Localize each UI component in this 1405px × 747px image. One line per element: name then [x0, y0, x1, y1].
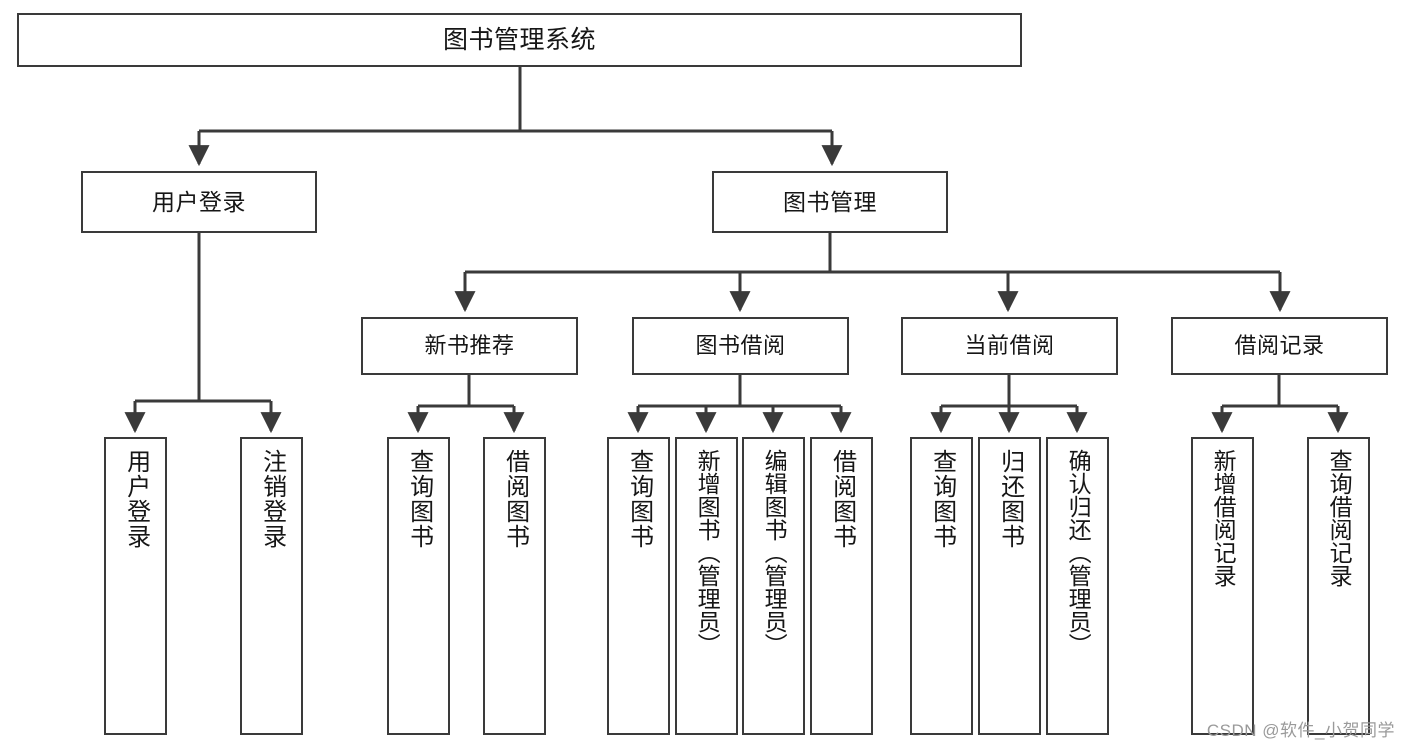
node-label: 新增图书（管理员） — [694, 449, 721, 656]
node-label: 新增借阅记录 — [1210, 449, 1237, 587]
node-label: 借阅图书 — [501, 449, 529, 549]
node-new-book-recommend[interactable]: 新书推荐 — [361, 317, 578, 375]
leaf-add-borrow-record[interactable]: 新增借阅记录 — [1191, 437, 1254, 735]
node-label: 图书管理 — [783, 188, 877, 215]
leaf-query-book-current[interactable]: 查询图书 — [910, 437, 973, 735]
node-book-borrow[interactable]: 图书借阅 — [632, 317, 849, 375]
leaf-edit-book-admin[interactable]: 编辑图书（管理员） — [742, 437, 805, 735]
leaf-return-book[interactable]: 归还图书 — [978, 437, 1041, 735]
node-label: 借阅图书 — [828, 449, 856, 549]
leaf-add-book-admin[interactable]: 新增图书（管理员） — [675, 437, 738, 735]
leaf-logout-login[interactable]: 注销登录 — [240, 437, 303, 735]
node-label: 查询借阅记录 — [1326, 449, 1353, 587]
node-label: 借阅记录 — [1234, 332, 1325, 358]
node-label: 查询图书 — [405, 449, 433, 549]
node-borrow-record[interactable]: 借阅记录 — [1171, 317, 1388, 375]
leaf-query-book-recommend[interactable]: 查询图书 — [387, 437, 450, 735]
node-book-management[interactable]: 图书管理 — [712, 171, 948, 233]
node-label: 用户登录 — [122, 449, 150, 549]
node-label: 编辑图书（管理员） — [761, 449, 788, 656]
leaf-borrow-book-recommend[interactable]: 借阅图书 — [483, 437, 546, 735]
node-label: 图书管理系统 — [442, 25, 596, 54]
leaf-query-borrow-record[interactable]: 查询借阅记录 — [1307, 437, 1370, 735]
node-label: 确认归还（管理员） — [1065, 449, 1092, 656]
node-label: 新书推荐 — [424, 332, 515, 358]
leaf-borrow-book[interactable]: 借阅图书 — [810, 437, 873, 735]
leaf-confirm-return-admin[interactable]: 确认归还（管理员） — [1046, 437, 1109, 735]
node-current-borrow[interactable]: 当前借阅 — [901, 317, 1118, 375]
leaf-user-login[interactable]: 用户登录 — [104, 437, 167, 735]
node-label: 用户登录 — [152, 188, 246, 215]
node-label: 归还图书 — [996, 449, 1024, 549]
node-label: 图书借阅 — [695, 332, 786, 358]
node-label: 当前借阅 — [964, 332, 1055, 358]
node-root-book-management-system[interactable]: 图书管理系统 — [17, 13, 1022, 67]
watermark: CSDN @软件_小贺同学 — [1206, 721, 1395, 740]
node-label: 注销登录 — [258, 449, 286, 549]
node-user-login[interactable]: 用户登录 — [81, 171, 317, 233]
node-label: 查询图书 — [625, 449, 653, 549]
node-label: 查询图书 — [928, 449, 956, 549]
leaf-query-book-borrow[interactable]: 查询图书 — [607, 437, 670, 735]
